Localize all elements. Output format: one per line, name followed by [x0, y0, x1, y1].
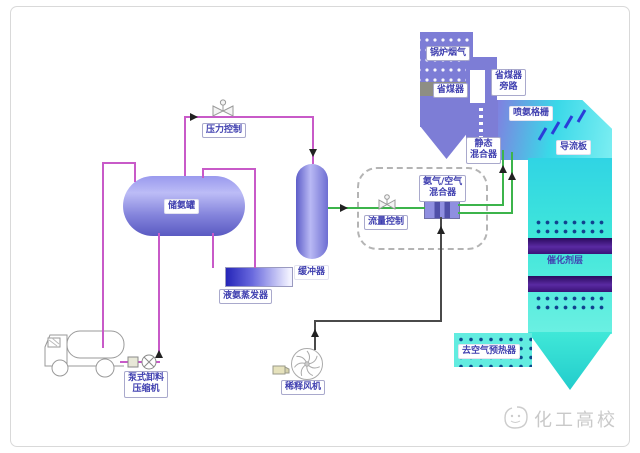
- buffer-vessel-label: 缓冲器: [294, 265, 330, 281]
- buffer-vessel: [296, 164, 328, 259]
- unloading-compressor-label: 泵式卸料 压缩机: [124, 371, 169, 398]
- pipe-evaporator-return: [202, 168, 256, 170]
- fan-inlet-icon: [272, 365, 290, 375]
- liquid-ammonia-evaporator-label: 液氨蒸发器: [219, 289, 273, 305]
- ammonia-storage-tank-label: 储氨罐: [164, 199, 200, 215]
- flow-arrow-right-icon: [340, 204, 348, 212]
- flow-arrow-right-icon: [190, 113, 198, 121]
- flow-arrow-up-icon: [499, 165, 507, 173]
- pipe-pressure-control: [184, 116, 314, 118]
- to-air-preheater-label: 去空气预热器: [458, 344, 521, 360]
- ammonia-air-mixer-label: 氨气/空气 混合器: [419, 175, 467, 202]
- pipe-tank-to-evaporator: [212, 233, 214, 268]
- ammonia-injection-grid-label: 喷氨格栅: [509, 106, 554, 122]
- bypass-duct-opening: [470, 70, 485, 103]
- economizer-label: 省煤器: [433, 83, 469, 99]
- pipe-mixture-out-b: [458, 212, 513, 214]
- pressure-control-valve-icon: [212, 99, 234, 117]
- catalyst-band-2: [528, 276, 612, 292]
- pipe-truck-unloading: [120, 361, 160, 363]
- flow-control-label: 流量控制: [364, 215, 409, 231]
- pipe-injection-riser-a: [502, 150, 504, 206]
- flow-arrow-up-icon: [311, 329, 319, 337]
- static-mixer-label: 静态 混合器: [466, 137, 502, 164]
- flow-arrow-up-icon: [437, 226, 445, 234]
- dilution-fan-label: 稀释风机: [281, 380, 326, 396]
- boiler-lower-section: [420, 96, 473, 127]
- pipe-truck-fill-vertical: [102, 162, 104, 348]
- pipe-truck-fill-drop: [134, 162, 136, 182]
- reactor-internals-row: [534, 294, 606, 311]
- pipe-truck-fill-horizontal: [102, 162, 136, 164]
- boiler-flue-gas-label: 锅炉烟气: [426, 46, 471, 62]
- pipe-ammonia-gas: [328, 207, 425, 209]
- catalyst-band-1: [528, 238, 612, 254]
- catalyst-layer-label: 催化剂层: [547, 256, 584, 266]
- pipe-buffer-inlet: [312, 116, 314, 164]
- pipe-dilution-air-to-mixer: [440, 217, 442, 322]
- watermark-text: 化工高校: [534, 410, 618, 431]
- pipe-vapor-to-compressor: [158, 233, 160, 354]
- liquid-ammonia-evaporator: [225, 267, 293, 287]
- flow-arrow-up-icon: [155, 350, 163, 358]
- pipe-evaporator-return-riser: [254, 169, 256, 268]
- pipe-injection-riser-b: [511, 152, 513, 214]
- reactor-internals-row: [534, 218, 606, 235]
- pipe-mixture-out-a: [458, 204, 503, 206]
- dilution-fan-icon: [291, 348, 323, 380]
- pipe-tank-vapor-riser: [184, 117, 186, 176]
- flow-control-valve-icon: [378, 194, 396, 210]
- watermark-logo-icon: [504, 406, 528, 429]
- guide-plate-label: 导流板: [556, 140, 592, 156]
- tanker-truck-icon: [44, 330, 125, 378]
- flow-arrow-down-icon: [309, 149, 317, 157]
- diagram-border-frame: [10, 6, 630, 447]
- pressure-control-label: 压力控制: [202, 123, 247, 139]
- pipe-dilution-air: [314, 320, 442, 322]
- pipe-evaporator-return-drop: [202, 168, 204, 178]
- economizer-bypass-label: 省煤器 旁路: [491, 69, 527, 96]
- static-mixer-elements: [479, 108, 483, 146]
- flow-arrow-up-icon: [508, 172, 516, 180]
- unloading-compressor-icon: [127, 354, 157, 370]
